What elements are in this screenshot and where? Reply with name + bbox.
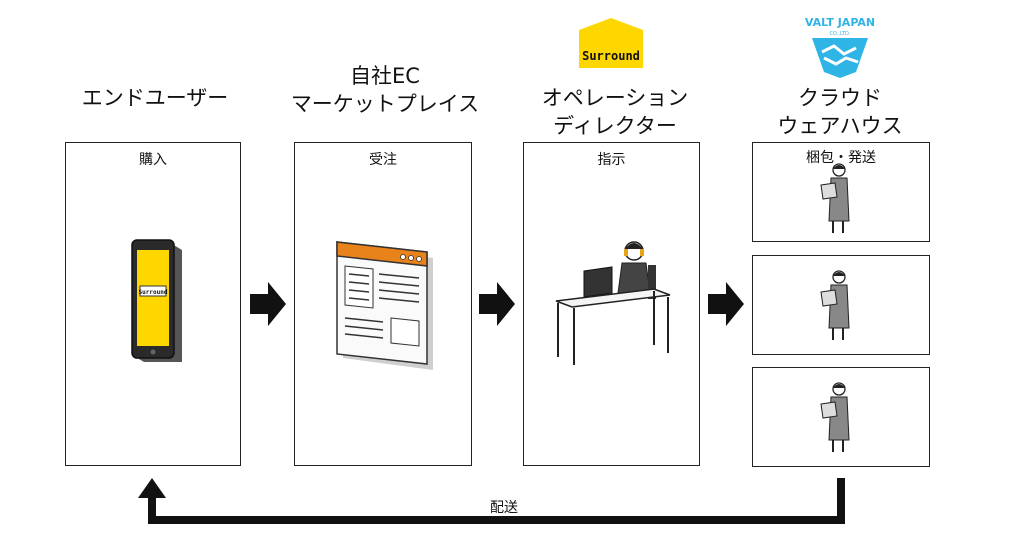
- browser-window-icon: [333, 238, 439, 372]
- instruction-label: 指示: [597, 152, 626, 168]
- heading-ec-marketplace: 自社EC マーケットプレイス: [290, 64, 480, 116]
- order-label: 受注: [369, 152, 397, 168]
- heading-cloud-warehouse: クラウド ウェアハウス: [777, 86, 903, 138]
- heading-end-user: エンドユーザー: [81, 86, 229, 110]
- packing-shipping-box-2: [752, 255, 930, 355]
- svg-text:CO.,LTD.: CO.,LTD.: [830, 31, 851, 37]
- surround-logo: Surround: [577, 16, 645, 70]
- svg-text:Surround: Surround: [582, 49, 640, 63]
- smartphone-icon: Surround: [128, 238, 184, 366]
- worker-with-package-icon: [817, 161, 857, 235]
- valt-japan-logo: VALT JAPAN CO.,LTD.: [800, 14, 880, 80]
- flow-arrow-1: [250, 282, 286, 326]
- worker-with-package-icon: [817, 268, 857, 342]
- purchase-label: 購入: [139, 152, 167, 168]
- heading-operation-director: オペレーション ディレクター: [541, 86, 689, 138]
- delivery-return-arrow: [138, 476, 852, 528]
- svg-text:VALT JAPAN: VALT JAPAN: [805, 16, 875, 29]
- flow-arrow-3: [708, 282, 744, 326]
- svg-text:Surround: Surround: [139, 289, 168, 296]
- operator-at-desk-icon: [554, 237, 674, 369]
- packing-shipping-label: 梱包・発送: [806, 150, 876, 166]
- order-box: 受注: [294, 142, 472, 466]
- flow-arrow-2: [479, 282, 515, 326]
- packing-shipping-box-3: [752, 367, 930, 467]
- delivery-label: 配送: [490, 500, 518, 516]
- packing-shipping-box-1: 梱包・発送: [752, 142, 930, 242]
- instruction-box: 指示: [523, 142, 700, 466]
- worker-with-package-icon: [817, 380, 857, 454]
- purchase-box: 購入 Surround: [65, 142, 241, 466]
